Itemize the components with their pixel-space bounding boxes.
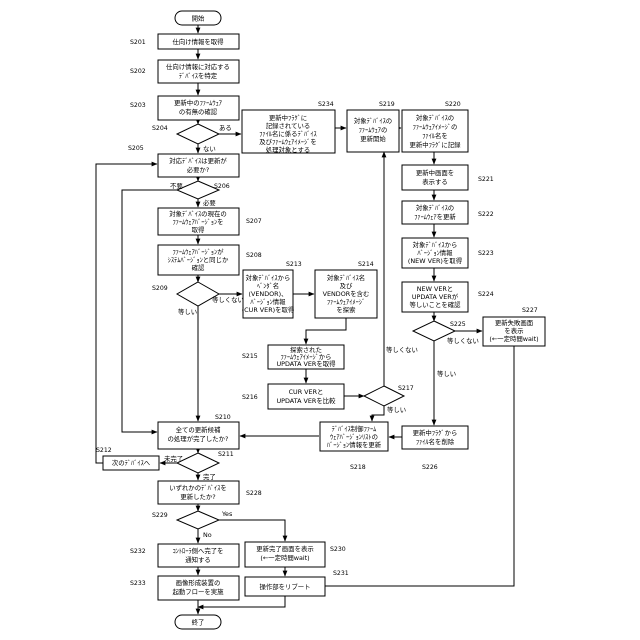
node-s223: 対象ﾃﾞﾊﾞｲｽからﾊﾞｰｼﾞｮﾝ情報(NEW VER)を取得 S223 <box>402 238 494 268</box>
svg-text:S216: S216 <box>242 394 258 401</box>
node-s220: 対象ﾃﾞﾊﾞｲｽのﾌｧｰﾑｳｪｱｲﾒｰｼﾞのﾌｧｲﾙ名を更新中ﾌﾗｸﾞに記録 S… <box>402 101 468 152</box>
start-label: 開始 <box>192 14 205 23</box>
node-s218: ﾃﾞﾊﾞｲｽ制御ﾌｧｰﾑｳｪｱﾊﾞｰｼﾞｮﾝﾘｽﾄのﾊﾞｰｼﾞｮﾝ情報を更新 S… <box>320 422 388 471</box>
svg-text:S231: S231 <box>333 570 349 577</box>
svg-text:S206: S206 <box>214 183 230 190</box>
svg-text:等しくない: 等しくない <box>386 345 418 354</box>
svg-text:S202: S202 <box>130 68 146 75</box>
node-s214: 対象ﾃﾞﾊﾞｲｽ名及びVENDORを含むﾌｧｰﾑｳｪｱｲﾒｰｼﾞを探索 S214 <box>315 261 377 318</box>
svg-text:等しくない: 等しくない <box>212 295 244 304</box>
svg-text:S204: S204 <box>152 125 168 132</box>
decision-s211: S211 未完了 完了 <box>164 451 234 481</box>
svg-text:S217: S217 <box>398 385 414 392</box>
svg-text:S230: S230 <box>330 546 346 553</box>
svg-text:S226: S226 <box>422 464 438 471</box>
svg-text:S233: S233 <box>130 580 146 587</box>
node-s219: 対象ﾃﾞﾊﾞｲｽのﾌｧｰﾑｳｪｱの更新開始 S219 <box>347 101 399 152</box>
svg-text:S213: S213 <box>286 261 302 268</box>
svg-text:S218: S218 <box>350 464 366 471</box>
decision-s204: S204 ある ない <box>152 124 232 153</box>
svg-text:S208: S208 <box>246 252 262 259</box>
svg-text:等しくない: 等しくない <box>447 336 479 345</box>
node-s216: CUR VERとUPDATA VERを比較 S216 <box>242 384 344 409</box>
node-s215: 探索されたﾌｧｰﾑｳｪｱｲﾒｰｼﾞからUPDATA VERを取得 S215 <box>242 345 344 369</box>
node-s222: 対象ﾃﾞﾊﾞｲｽのﾌｧｰﾑｳｪｱを更新 S222 <box>402 201 494 224</box>
node-s224: NEW VERとUPDATA VERが等しいことを確認 S224 <box>402 282 494 312</box>
svg-text:S228: S228 <box>246 490 262 497</box>
svg-text:操作部をリブート: 操作部をリブート <box>259 582 310 591</box>
svg-text:S232: S232 <box>130 548 146 555</box>
svg-text:不要: 不要 <box>170 182 183 190</box>
svg-text:S205: S205 <box>128 145 144 152</box>
decision-s225: S225 等しくない 等しい <box>413 321 479 378</box>
node-s221: 更新中画面を表示する S221 <box>402 165 494 190</box>
svg-text:S229: S229 <box>152 512 168 519</box>
node-s228: いずれかのﾃﾞﾊﾞｲｽを更新したか? S228 <box>158 481 262 504</box>
svg-text:S219: S219 <box>379 101 395 108</box>
svg-text:S207: S207 <box>246 218 262 225</box>
svg-text:ﾃﾞﾊﾞｲｽ制御ﾌｧｰﾑｳｪｱﾊﾞｰｼﾞｮﾝﾘｽﾄのﾊﾞｰｼ: ﾃﾞﾊﾞｲｽ制御ﾌｧｰﾑｳｪｱﾊﾞｰｼﾞｮﾝﾘｽﾄのﾊﾞｰｼﾞｮﾝ情報を更新 <box>327 424 382 449</box>
svg-text:S214: S214 <box>358 261 374 268</box>
svg-text:No: No <box>203 531 212 539</box>
svg-text:等しい: 等しい <box>437 369 456 378</box>
node-s213: 対象ﾃﾞﾊﾞｲｽからﾍﾞﾝﾀﾞ名(VENDOR)、ﾊﾞｰｼﾞｮﾝ情報(CUR V… <box>242 261 302 318</box>
svg-text:S223: S223 <box>478 250 494 257</box>
svg-text:Yes: Yes <box>221 510 233 518</box>
svg-text:未完了: 未完了 <box>164 454 183 463</box>
svg-text:完了: 完了 <box>203 472 216 481</box>
node-s212: 次のﾃﾞﾊﾞｲｽへ S212 <box>96 447 159 470</box>
svg-text:等しい: 等しい <box>178 307 197 316</box>
node-s230: 更新完了画面を表示(←一定時間wait) S230 <box>245 542 346 567</box>
node-s234: 更新中ﾌﾗｸﾞに記録されているﾌｧｲﾙ名に係るﾃﾞﾊﾞｲｽ及びﾌｧｰﾑｳｪｱｲﾒ… <box>242 101 335 154</box>
svg-text:S210: S210 <box>215 414 231 421</box>
svg-text:次のﾃﾞﾊﾞｲｽへ: 次のﾃﾞﾊﾞｲｽへ <box>112 458 151 467</box>
node-s205: 対応ﾃﾞﾊﾞｲｽは更新が必要か? S205 <box>128 145 239 177</box>
svg-text:S225: S225 <box>450 321 466 328</box>
end-label: 終了 <box>192 618 205 627</box>
svg-text:S234: S234 <box>318 101 334 108</box>
svg-text:ある: ある <box>219 124 232 132</box>
decision-s229: S229 No Yes <box>152 510 233 539</box>
decision-s217: S217 等しくない 等しい <box>364 345 418 414</box>
node-s207: 対象ﾃﾞﾊﾞｲｽの現在のﾌｧｰﾑｳｪｱﾊﾞｰｼﾞｮﾝを取得 S207 <box>158 208 262 235</box>
decision-s206: S206 不要 必要 <box>170 181 230 207</box>
svg-text:S215: S215 <box>242 353 258 360</box>
svg-text:S224: S224 <box>478 291 494 298</box>
node-s202: 仕向け情報に対応するﾃﾞﾊﾞｲｽを特定 S202 <box>130 60 239 83</box>
node-s201: 仕向け情報を取得 S201 <box>130 34 239 49</box>
node-s226: 更新中ﾌﾗｸﾞからﾌｧｲﾙ名を削除 S226 <box>402 426 468 471</box>
svg-text:仕向け情報を取得: 仕向け情報を取得 <box>172 37 224 46</box>
node-s231: 操作部をリブート S231 <box>245 570 349 596</box>
node-s232: ｺﾝﾄﾛｰﾗ側へ完了を通知する S232 <box>130 544 239 567</box>
svg-text:S203: S203 <box>130 102 146 109</box>
svg-text:等しい: 等しい <box>387 405 406 414</box>
svg-text:ない: ない <box>203 145 216 153</box>
svg-text:S221: S221 <box>478 176 494 183</box>
svg-text:S227: S227 <box>522 307 538 314</box>
svg-text:S209: S209 <box>152 285 168 292</box>
svg-text:S201: S201 <box>130 39 146 46</box>
svg-text:S220: S220 <box>445 101 461 108</box>
svg-text:S211: S211 <box>218 451 234 458</box>
svg-text:必要: 必要 <box>203 198 216 207</box>
node-s233: 画像形成装置の起動フローを実施 S233 <box>130 576 239 600</box>
node-s203: 更新中のﾌｧｰﾑｳｪｱの有無の確認 S203 <box>130 96 239 120</box>
svg-text:対象ﾃﾞﾊﾞｲｽからﾍﾞﾝﾀﾞ名(VENDOR)、ﾊﾞｰｼﾞ: 対象ﾃﾞﾊﾞｲｽからﾍﾞﾝﾀﾞ名(VENDOR)、ﾊﾞｰｼﾞｮﾝ情報(CUR V… <box>242 273 295 314</box>
node-s227: 更新失敗画面を表示(←一定時間wait) S227 <box>483 307 545 346</box>
svg-text:S212: S212 <box>96 447 112 454</box>
svg-text:S222: S222 <box>478 211 494 218</box>
